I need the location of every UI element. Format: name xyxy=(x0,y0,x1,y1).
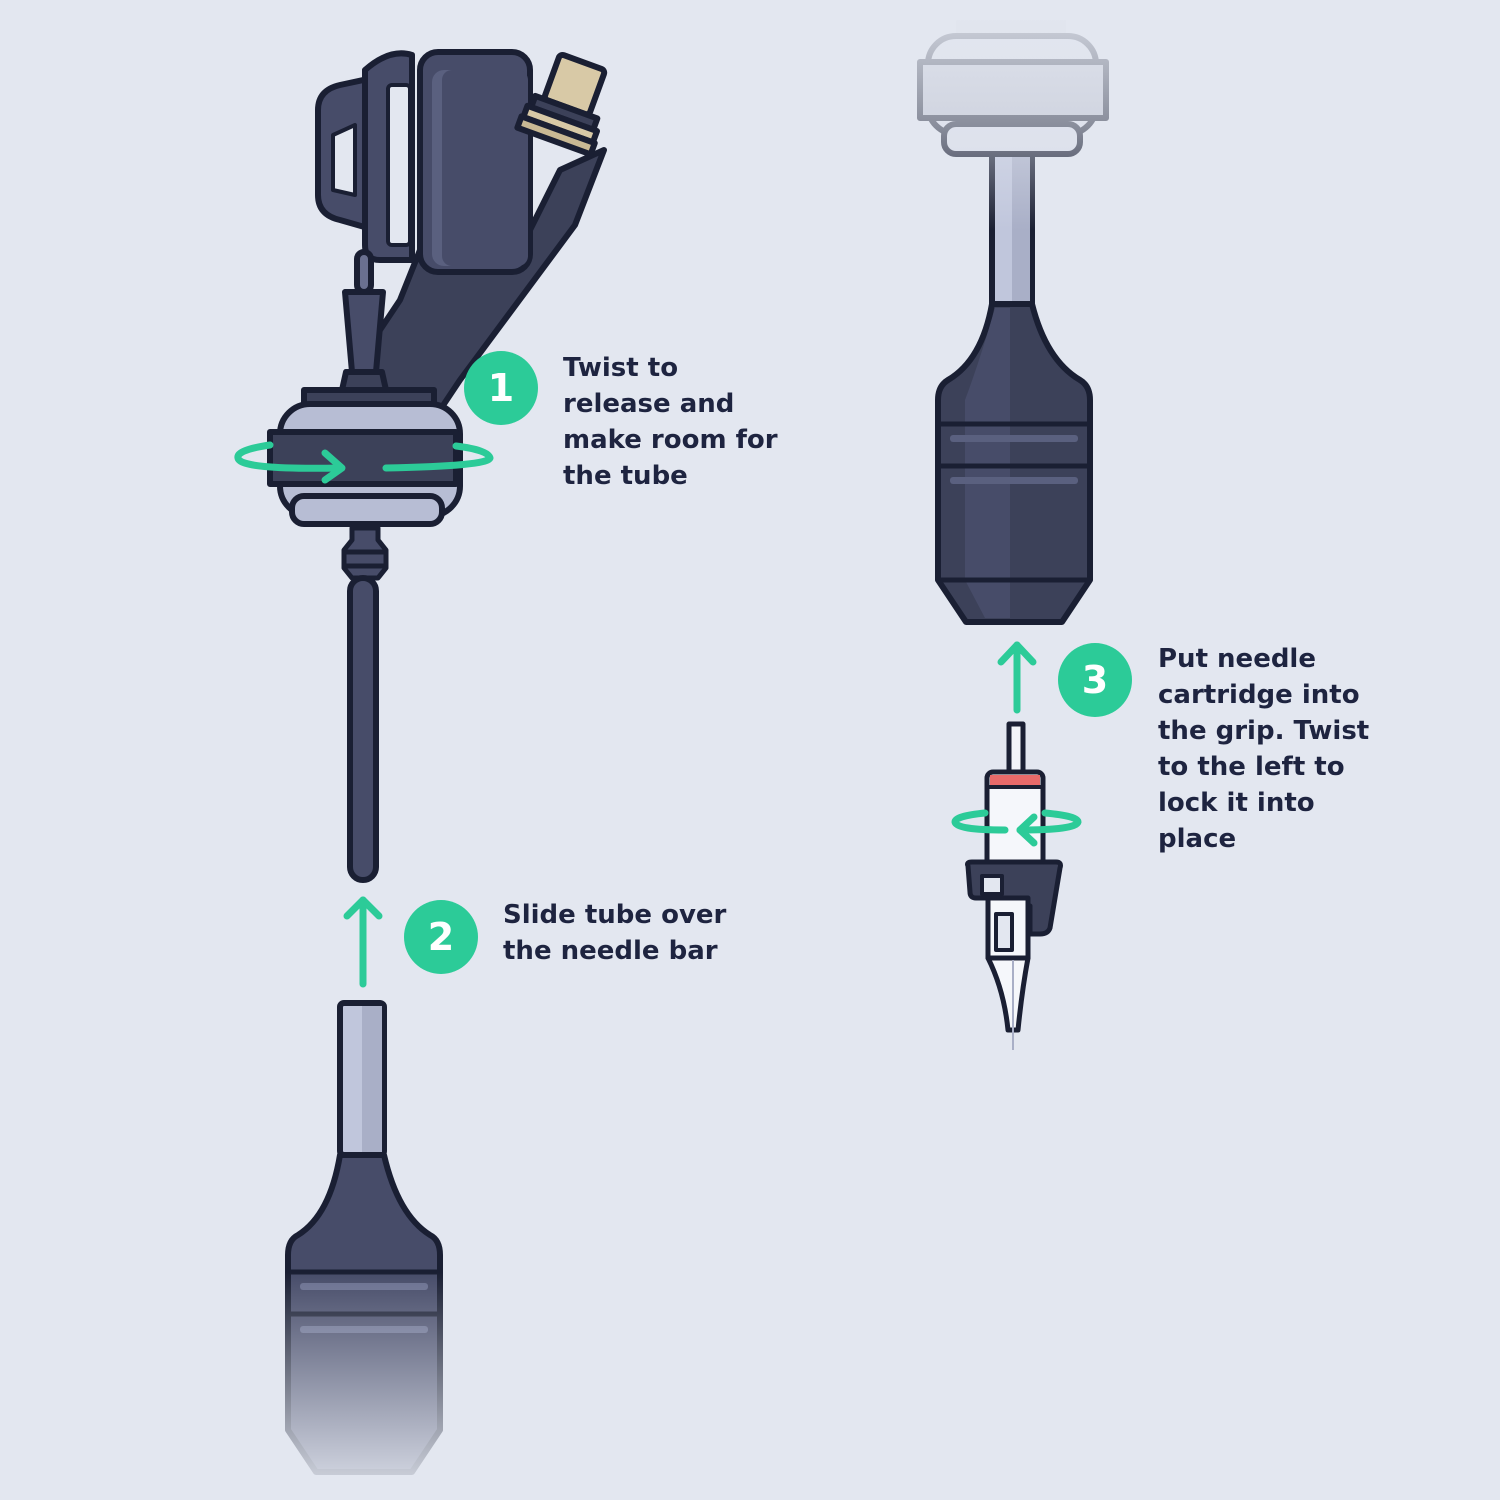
fade-overlay-top xyxy=(900,0,1120,230)
step-3-line: to the left to xyxy=(1158,752,1345,782)
step-1-line: release and xyxy=(563,389,735,419)
arrow-up-icon xyxy=(997,641,1037,714)
step-2-line: Slide tube over xyxy=(503,900,727,930)
step-3-line: Put needle xyxy=(1158,644,1316,674)
step-1-line: make room for xyxy=(563,425,778,455)
step-1-text: Twist to release and make room for the t… xyxy=(563,350,778,494)
step-3-line: cartridge into xyxy=(1158,680,1360,710)
arrow-up-icon xyxy=(343,896,383,988)
step-1-badge: 1 xyxy=(464,351,538,425)
step-3-badge: 3 xyxy=(1058,643,1132,717)
needle-cartridge-illustration xyxy=(965,721,1063,1050)
tattoo-machine-illustration xyxy=(267,49,608,883)
step-2-text: Slide tube over the needle bar xyxy=(503,897,726,969)
twist-right-arrow-icon xyxy=(234,441,494,484)
fade-overlay xyxy=(270,1150,460,1500)
step-1-line: Twist to xyxy=(563,353,679,383)
step-1-line: the tube xyxy=(563,461,688,491)
step-2-badge: 2 xyxy=(404,900,478,974)
step-2-line: the needle bar xyxy=(503,936,718,966)
step-3-line: lock it into xyxy=(1158,788,1315,818)
step-3-line: the grip. Twist xyxy=(1158,716,1370,746)
twist-left-arrow-icon xyxy=(951,809,1082,847)
step-3-text: Put needle cartridge into the grip. Twis… xyxy=(1158,641,1369,857)
step-3-line: place xyxy=(1158,824,1237,854)
